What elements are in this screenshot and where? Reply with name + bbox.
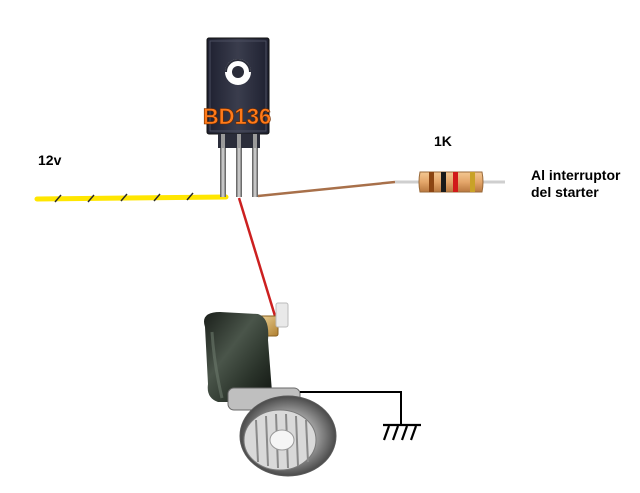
destination-label-line1: Al interruptor — [531, 167, 621, 183]
supply-wire — [34, 192, 229, 203]
transistor-bd136 — [206, 37, 270, 197]
supply-voltage-label: 12v — [38, 152, 62, 168]
ground-wire — [300, 391, 402, 425]
ground-icon — [382, 423, 421, 441]
bulb-socket-icon — [204, 302, 337, 477]
resistor-wire — [257, 180, 396, 198]
destination-label: Al interruptor del starter — [531, 167, 620, 201]
destination-label-line2: del starter — [531, 184, 599, 200]
resistor-value-label: 1K — [434, 133, 452, 149]
bulb-wire — [237, 197, 277, 317]
resistor-1k — [395, 171, 505, 193]
transistor-part-number: BD136 — [203, 104, 271, 129]
